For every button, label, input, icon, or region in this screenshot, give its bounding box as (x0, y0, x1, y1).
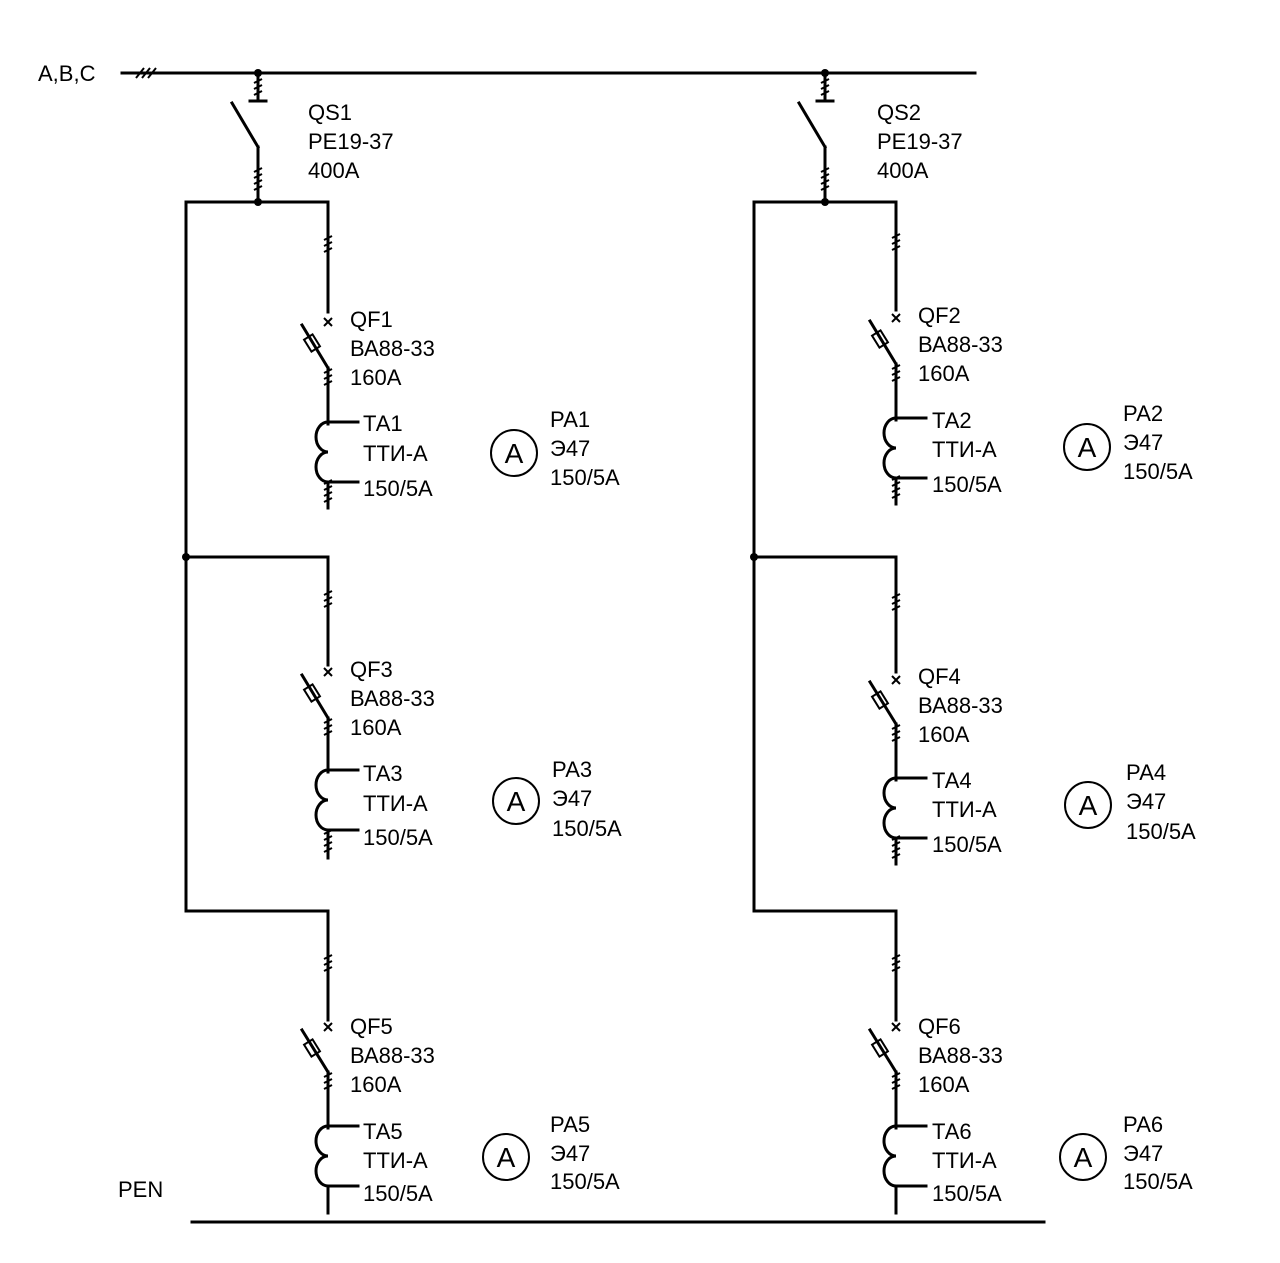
pen-label: PEN (118, 1177, 163, 1202)
qf1-rating: 160А (350, 365, 402, 390)
ammeter-pa4: A (1064, 781, 1112, 829)
qf2-id: QF2 (918, 303, 961, 328)
feeder-1: QF1 ВА88-33 160А ТА1 ТТИ-А 150/5А A РА1 … (299, 235, 620, 510)
pen-bus: PEN (118, 1177, 1046, 1224)
pa1-model: Э47 (550, 436, 590, 461)
feeder-3: QF3 ВА88-33 160А ТА3 ТТИ-А 150/5А A РА3 … (299, 590, 622, 860)
ammeter-pa6: A (1059, 1133, 1107, 1181)
qf4-model: ВА88-33 (918, 693, 1003, 718)
pa2-id: РА2 (1123, 401, 1163, 426)
qf4-rating: 160А (918, 722, 970, 747)
incoming-bus: A,B,C (38, 61, 977, 86)
svg-text:A: A (1079, 790, 1098, 821)
feeder-5: QF5 ВА88-33 160А ТА5 ТТИ-А 150/5А A РА5 … (299, 954, 620, 1215)
pa5-id: РА5 (550, 1112, 590, 1137)
ta4-ratio: 150/5А (932, 832, 1002, 857)
ta6-id: ТА6 (932, 1119, 972, 1144)
qf2-rating: 160А (918, 361, 970, 386)
svg-text:A: A (1074, 1142, 1093, 1173)
pa4-ratio: 150/5А (1126, 819, 1196, 844)
qf6-rating: 160А (918, 1072, 970, 1097)
qs2-id: QS2 (877, 100, 921, 125)
feeder-2: QF2 ВА88-33 160А ТА2 ТТИ-А 150/5А A РА2 … (867, 233, 1193, 506)
pa3-id: РА3 (552, 757, 592, 782)
pa1-ratio: 150/5А (550, 465, 620, 490)
ta4-model: ТТИ-А (932, 797, 997, 822)
ta5-model: ТТИ-А (363, 1148, 428, 1173)
ammeter-pa2: A (1063, 423, 1111, 471)
pa5-ratio: 150/5А (550, 1169, 620, 1194)
qf5-model: ВА88-33 (350, 1043, 435, 1068)
ta6-model: ТТИ-А (932, 1148, 997, 1173)
disconnector-qs1: QS1 РЕ19-37 400А (229, 69, 394, 206)
left-section: QS1 РЕ19-37 400А QF1 ВА88-33 160А ТА1 (182, 69, 622, 1215)
ta2-id: ТА2 (932, 408, 972, 433)
ta2-ratio: 150/5А (932, 472, 1002, 497)
qs2-rating: 400А (877, 158, 929, 183)
ammeter-pa3: A (492, 777, 540, 825)
qf4-id: QF4 (918, 664, 961, 689)
qs1-rating: 400А (308, 158, 360, 183)
qf3-rating: 160А (350, 715, 402, 740)
svg-text:A: A (505, 438, 524, 469)
qf6-model: ВА88-33 (918, 1043, 1003, 1068)
pa6-model: Э47 (1123, 1141, 1163, 1166)
ta3-id: ТА3 (363, 761, 403, 786)
pa6-id: РА6 (1123, 1112, 1163, 1137)
pa6-ratio: 150/5А (1123, 1169, 1193, 1194)
ta4-id: ТА4 (932, 768, 972, 793)
pa3-ratio: 150/5А (552, 816, 622, 841)
phase-label: A,B,C (38, 61, 96, 86)
ta6-ratio: 150/5А (932, 1181, 1002, 1206)
pa2-model: Э47 (1123, 430, 1163, 455)
pa2-ratio: 150/5А (1123, 459, 1193, 484)
ta3-model: ТТИ-А (363, 791, 428, 816)
pa4-model: Э47 (1126, 789, 1166, 814)
ta5-ratio: 150/5А (363, 1181, 433, 1206)
feeder-6: QF6 ВА88-33 160А ТА6 ТТИ-А 150/5А A РА6 … (867, 954, 1193, 1215)
ta2-model: ТТИ-А (932, 437, 997, 462)
disconnector-qs2: QS2 РЕ19-37 400А (796, 69, 963, 206)
svg-text:A: A (507, 786, 526, 817)
qs1-id: QS1 (308, 100, 352, 125)
qs1-model: РЕ19-37 (308, 129, 394, 154)
qf2-model: ВА88-33 (918, 332, 1003, 357)
ta1-model: ТТИ-А (363, 441, 428, 466)
qf6-id: QF6 (918, 1014, 961, 1039)
feeder-4: QF4 ВА88-33 160А ТА4 ТТИ-А 150/5А A РА4 … (867, 593, 1196, 866)
ta3-ratio: 150/5А (363, 825, 433, 850)
ta5-id: ТА5 (363, 1119, 403, 1144)
pa1-id: РА1 (550, 407, 590, 432)
svg-text:A: A (1078, 432, 1097, 463)
right-section: QS2 РЕ19-37 400А QF2 ВА88-33 160А ТА2 (750, 69, 1196, 1215)
qs2-model: РЕ19-37 (877, 129, 963, 154)
qf5-rating: 160А (350, 1072, 402, 1097)
qf3-model: ВА88-33 (350, 686, 435, 711)
qf3-id: QF3 (350, 657, 393, 682)
svg-text:A: A (497, 1142, 516, 1173)
ammeter-pa1: A (490, 429, 538, 477)
ammeter-pa5: A (482, 1133, 530, 1181)
pa4-id: РА4 (1126, 760, 1166, 785)
qf5-id: QF5 (350, 1014, 393, 1039)
ta1-id: ТА1 (363, 411, 403, 436)
qf1-model: ВА88-33 (350, 336, 435, 361)
ta1-ratio: 150/5А (363, 476, 433, 501)
qf1-id: QF1 (350, 307, 393, 332)
pa5-model: Э47 (550, 1141, 590, 1166)
pa3-model: Э47 (552, 786, 592, 811)
